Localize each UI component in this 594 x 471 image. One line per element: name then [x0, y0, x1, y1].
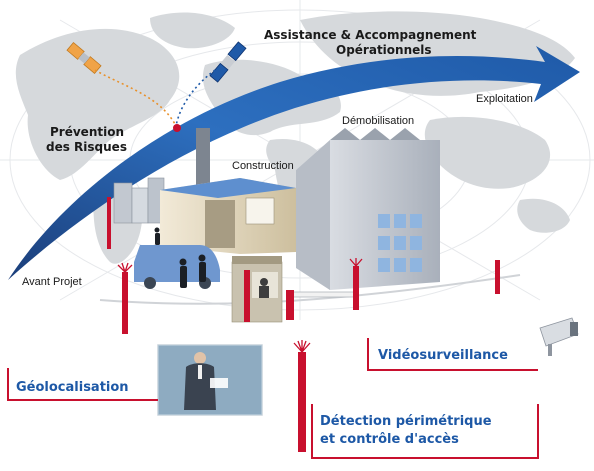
- videosurveillance-label: Vidéosurveillance: [378, 348, 508, 363]
- perimeter-fence: [99, 274, 521, 305]
- construction-label: Construction: [232, 160, 294, 172]
- sensor-burst: [117, 258, 363, 353]
- timeline-arrow: [8, 46, 580, 280]
- videosurveillance-box-border: [367, 338, 538, 371]
- van: [134, 245, 220, 289]
- office-building: [296, 128, 440, 290]
- demobilisation-label: Démobilisation: [342, 115, 415, 127]
- barrier-post-icon: [107, 197, 500, 452]
- gate-barrier: [286, 291, 358, 298]
- geolocalisation-label: Géolocalisation: [16, 380, 129, 395]
- cctv-camera-icon: [539, 317, 579, 356]
- detection-box-border: [311, 404, 539, 459]
- chimney: [196, 128, 210, 186]
- people-silhouettes: [154, 227, 206, 288]
- satellite-icon: [209, 41, 247, 83]
- satellite-icon: [66, 42, 102, 74]
- assistance-label-line2: Opérationnels: [336, 43, 432, 57]
- prevention-label-line1: Prévention: [50, 125, 124, 139]
- location-dot: [173, 124, 181, 132]
- guard-booth: [231, 256, 283, 323]
- geolocalisation-box-border: [7, 368, 158, 401]
- silos: [113, 177, 165, 224]
- assistance-label-line1: Assistance & Accompagnement: [264, 28, 477, 42]
- exploitation-label: Exploitation: [476, 93, 533, 105]
- detection-label-line1: Détection périmétrique: [320, 414, 492, 429]
- detection-label-line2: et contrôle d'accès: [320, 432, 459, 447]
- avant-projet-label: Avant Projet: [22, 276, 82, 288]
- factory-building: [160, 178, 296, 254]
- prevention-label-line2: des Risques: [46, 140, 127, 154]
- satellite-signal-blue: [175, 69, 216, 127]
- businessman-photo: [157, 344, 263, 416]
